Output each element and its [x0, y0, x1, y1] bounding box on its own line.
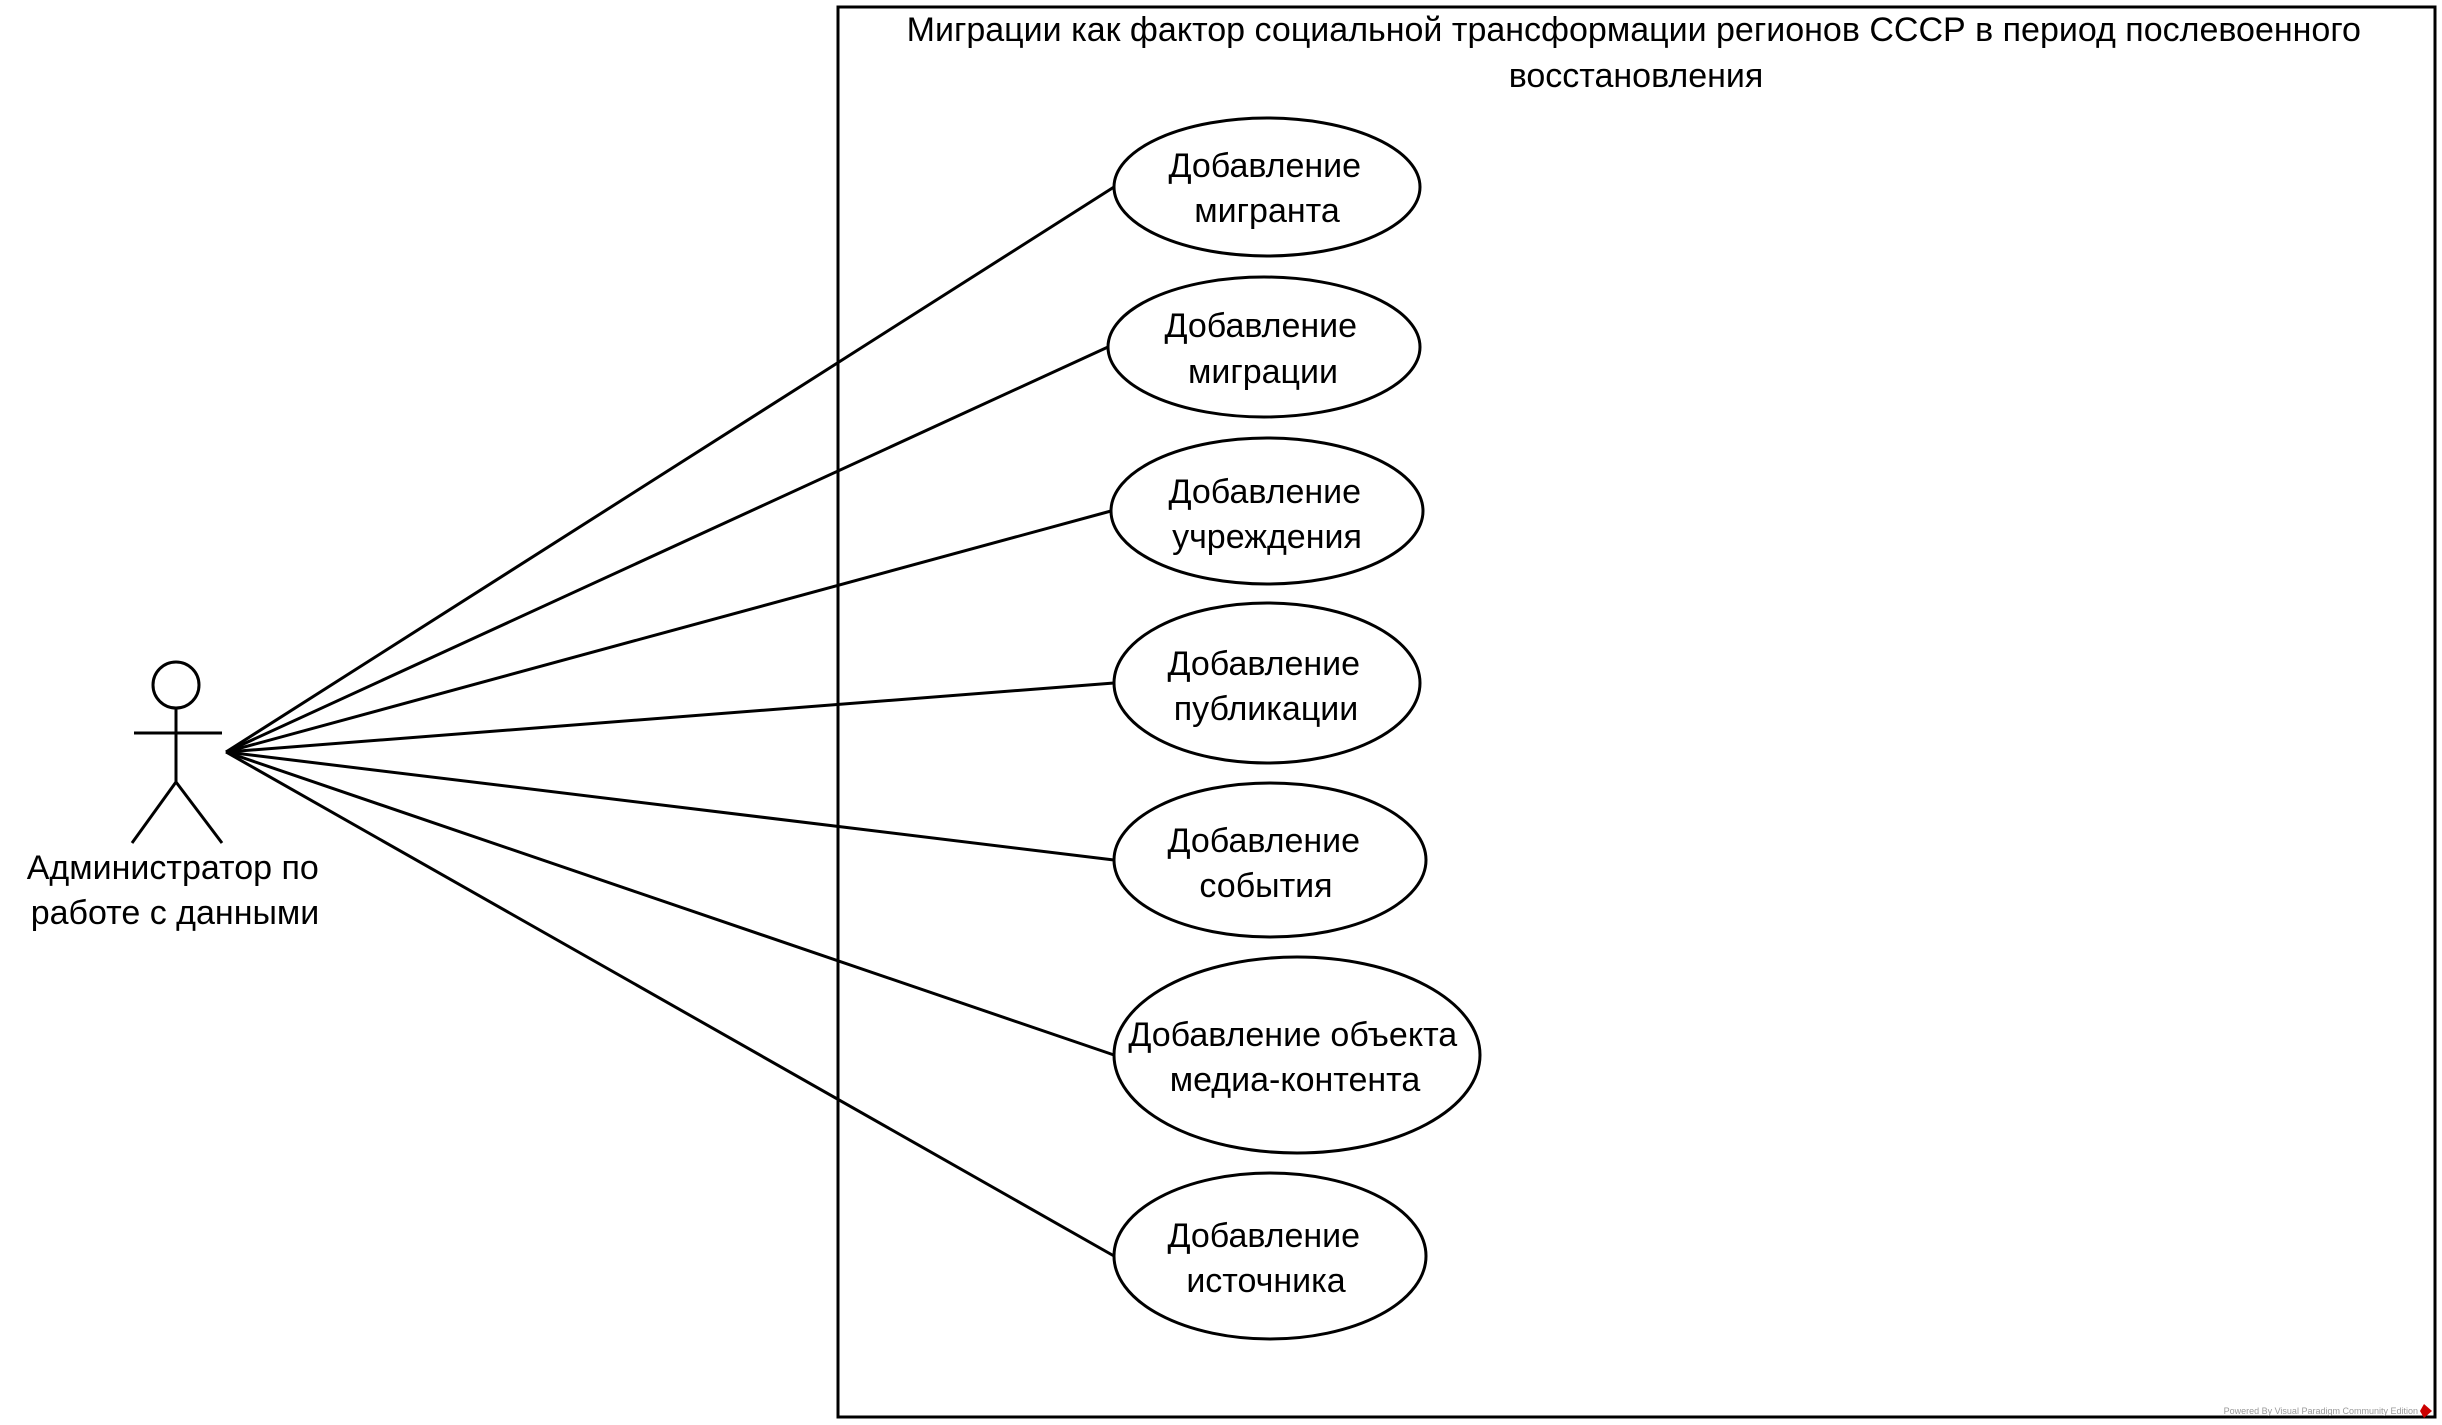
actor [130, 660, 224, 844]
watermark-text: Powered By Visual Paradigm Community Edi… [2224, 1406, 2418, 1416]
system-title-line: Миграции как фактор социальной трансформ… [907, 11, 2361, 49]
use-case-ellipse [1112, 601, 1422, 765]
use-case-add-event[interactable]: Добавление события [1112, 781, 1428, 939]
actor-label-line: работе с данными [31, 894, 320, 932]
association-line [225, 750, 1115, 862]
association-line [225, 509, 1112, 754]
use-case-label: Добавление мигранта [1168, 147, 1365, 230]
actor-label: Администратор по работе с данными [27, 849, 324, 932]
use-case-label: Добавление объекта медиа-контента [1128, 1016, 1461, 1099]
use-case-add-migration[interactable]: Добавление миграции [1106, 275, 1422, 419]
use-case-label: Добавление миграции [1164, 307, 1361, 391]
use-case-add-media-object[interactable]: Добавление объекта медиа-контента [1112, 955, 1482, 1155]
system-boundary-frame [836, 5, 2437, 1419]
watermark-logo-icon [2420, 1404, 2432, 1418]
association-line [225, 681, 1115, 754]
use-case-ellipse [1106, 275, 1422, 419]
association-line [225, 750, 1115, 1258]
use-case-add-source[interactable]: Добавление источника [1112, 1171, 1428, 1341]
association-line [225, 750, 1115, 1057]
use-case-add-institution[interactable]: Добавление учреждения [1109, 436, 1425, 586]
actor-left-leg [130, 781, 178, 844]
use-case-add-publication[interactable]: Добавление публикации [1112, 601, 1422, 765]
watermark: Powered By Visual Paradigm Community Edi… [2224, 1404, 2432, 1418]
use-case-add-migrant[interactable]: Добавление мигранта [1112, 116, 1422, 258]
system-title-line: восстановления [1509, 57, 1764, 95]
actor-right-leg [174, 781, 224, 844]
use-case-ellipse [1112, 116, 1422, 258]
use-case-ellipse [1112, 781, 1428, 939]
use-case-ellipse [1109, 436, 1425, 586]
use-case-ellipse [1112, 1171, 1428, 1341]
associations [225, 185, 1115, 1258]
use-case-label: Добавление учреждения [1168, 473, 1365, 556]
system-title: Миграции как фактор социальной трансформ… [907, 11, 2366, 95]
association-line [225, 345, 1109, 754]
actor-label-line: Администратор по [27, 849, 319, 887]
use-case-label: Добавление источника [1167, 1217, 1364, 1300]
use-case-ellipse [1112, 955, 1482, 1155]
use-case-label: Добавление события [1167, 822, 1364, 905]
use-case-label: Добавление публикации [1167, 645, 1364, 728]
association-line [225, 185, 1115, 754]
actor-head-icon [151, 660, 201, 710]
system-boundary: Миграции как фактор социальной трансформ… [836, 5, 2437, 1419]
